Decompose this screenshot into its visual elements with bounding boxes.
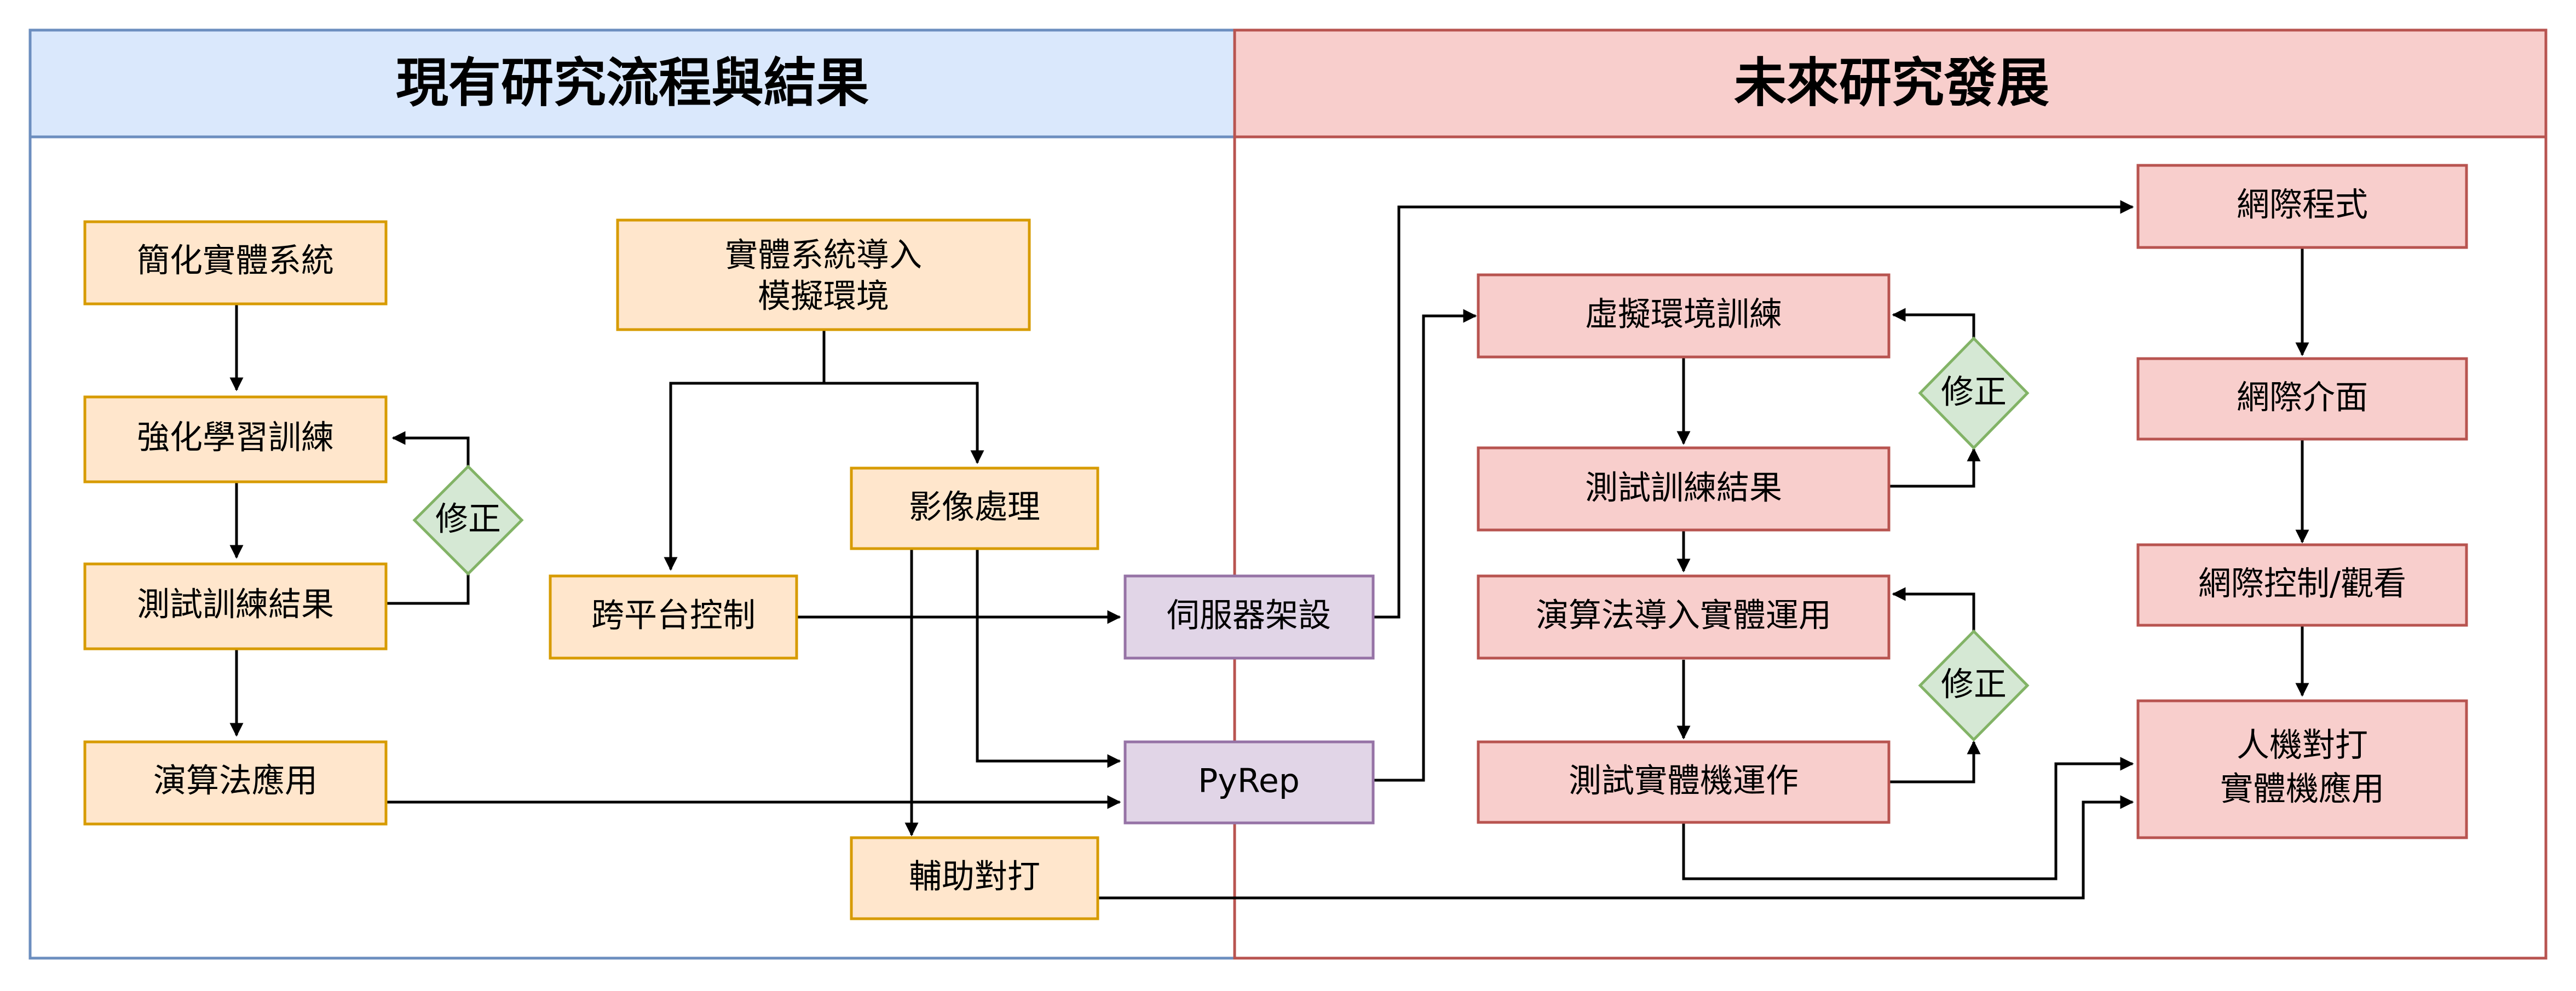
- node-algo-apply: 演算法應用: [83, 740, 388, 826]
- node-assist-play-label: 輔助對打: [909, 858, 1040, 896]
- node-fix-bottom: 修正: [1918, 629, 2030, 742]
- edge-assist-to-hmplay: [1098, 795, 2134, 900]
- node-test-machine: 測試實體機運作: [1477, 740, 1891, 824]
- edge-import-to-crossplatform: [664, 330, 826, 571]
- edge-server-to-webprogram: [1373, 200, 2134, 619]
- node-web-program-label: 網際程式: [2237, 186, 2368, 224]
- node-left-test: 測試訓練結果: [83, 562, 388, 650]
- node-right-test-label: 測試訓練結果: [1585, 469, 1782, 508]
- edge-lefttest-to-fix: [386, 574, 470, 605]
- node-fix-top: 修正: [1918, 336, 2030, 450]
- edge-fixbottom-to-algoreal: [1892, 587, 1975, 631]
- node-virt-train: 虛擬環境訓練: [1477, 273, 1891, 359]
- node-algo-apply-label: 演算法應用: [153, 762, 318, 800]
- node-pyrep-label: PyRep: [1198, 762, 1300, 800]
- node-fix-top-label: 修正: [1941, 373, 2007, 412]
- left-panel-header: [28, 28, 1236, 139]
- node-left-fix: 修正: [412, 464, 524, 576]
- node-algo-real: 演算法導入實體運用: [1477, 574, 1891, 660]
- node-web-control-label: 網際控制/觀看: [2198, 565, 2406, 603]
- right-panel-header: [1233, 28, 2548, 139]
- left-panel-title: 現有研究流程與結果: [396, 52, 869, 113]
- node-right-test: 測試訓練結果: [1477, 446, 1891, 532]
- node-fix-bottom-label: 修正: [1941, 666, 2007, 704]
- node-cross-platform: 跨平台控制: [549, 574, 798, 660]
- node-assist-play: 輔助對打: [850, 836, 1099, 920]
- node-web-ui-label: 網際介面: [2237, 379, 2368, 417]
- node-cross-platform-label: 跨平台控制: [591, 597, 756, 635]
- node-image-proc: 影像處理: [850, 466, 1099, 550]
- node-hm-play-label-1: 人機對打: [2237, 727, 2368, 765]
- edge-pyrep-to-virttrain: [1373, 309, 1477, 782]
- right-panel-title: 未來研究發展: [1734, 52, 2049, 113]
- node-test-machine-label: 測試實體機運作: [1569, 762, 1799, 800]
- node-simplify: 簡化實體系統: [83, 220, 388, 306]
- node-web-program: 網際程式: [2136, 164, 2468, 249]
- node-web-control: 網際控制/觀看: [2136, 543, 2468, 627]
- edges: [229, 200, 2309, 900]
- edge-testmachine-to-hmplay: [1682, 757, 2134, 880]
- node-rl-train-label: 強化學習訓練: [137, 419, 334, 457]
- node-hm-play-label-2: 實體機應用: [2220, 770, 2384, 809]
- node-hm-play: 人機對打 實體機應用: [2136, 699, 2468, 839]
- edge-fixtop-to-virttrain: [1892, 308, 1975, 338]
- node-virt-train-label: 虛擬環境訓練: [1585, 296, 1782, 334]
- node-import-sim-label-1: 實體系統導入: [725, 237, 922, 275]
- node-pyrep: PyRep: [1123, 740, 1375, 825]
- node-left-test-label: 測試訓練結果: [137, 586, 334, 624]
- node-server-setup-label: 伺服器架設: [1167, 597, 1331, 635]
- node-import-sim: 實體系統導入 模擬環境: [616, 218, 1031, 331]
- edge-testmachine-to-fixbottom: [1889, 740, 1981, 783]
- edge-import-to-imageproc: [824, 382, 984, 464]
- node-server-setup: 伺服器架設: [1123, 574, 1375, 660]
- node-simplify-label: 簡化實體系統: [137, 242, 334, 280]
- edge-righttest-to-fixtop: [1889, 447, 1981, 488]
- edge-imageproc-to-pyrep: [976, 549, 1121, 768]
- node-web-ui: 網際介面: [2136, 357, 2468, 441]
- node-image-proc-label: 影像處理: [909, 488, 1040, 527]
- node-left-fix-label: 修正: [435, 500, 501, 539]
- node-algo-real-label: 演算法導入實體運用: [1536, 597, 1831, 635]
- edge-fix-to-rltrain: [391, 431, 470, 466]
- node-rl-train: 強化學習訓練: [83, 395, 388, 483]
- node-import-sim-label-2: 模擬環境: [758, 278, 889, 316]
